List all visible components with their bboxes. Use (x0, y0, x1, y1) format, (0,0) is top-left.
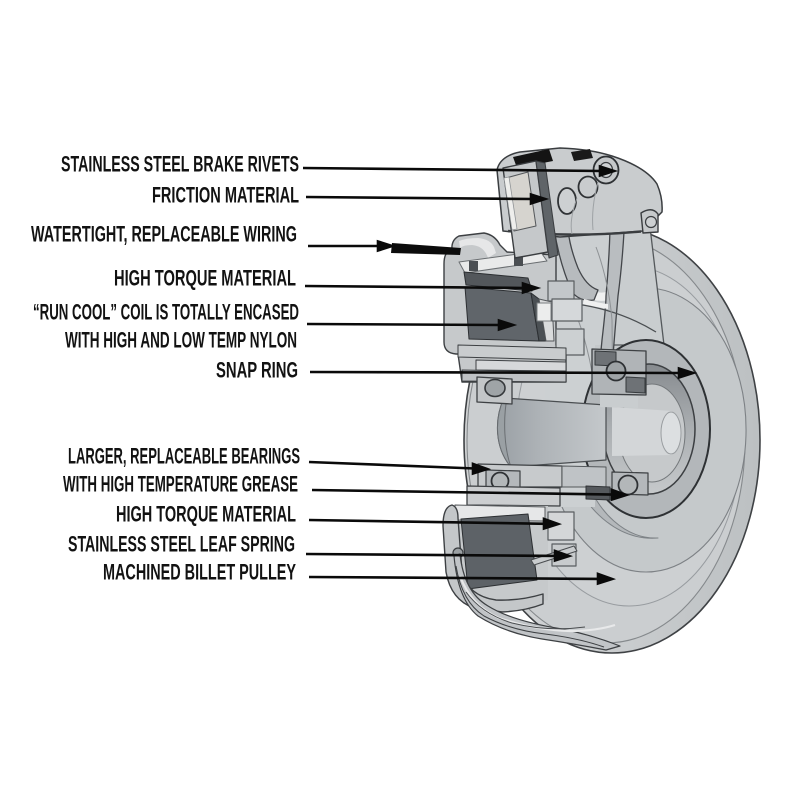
svg-text:WATERTIGHT, REPLACEABLE WIRING: WATERTIGHT, REPLACEABLE WIRING (31, 222, 297, 247)
svg-text:STAINLESS STEEL BRAKE RIVETS: STAINLESS STEEL BRAKE RIVETS (61, 152, 299, 177)
svg-text:MACHINED BILLET PULLEY: MACHINED BILLET PULLEY (103, 560, 296, 585)
svg-text:HIGH TORQUE MATERIAL: HIGH TORQUE MATERIAL (114, 266, 296, 291)
svg-text:HIGH TORQUE MATERIAL: HIGH TORQUE MATERIAL (116, 502, 296, 527)
svg-text:FRICTION MATERIAL: FRICTION MATERIAL (152, 183, 299, 208)
svg-text:SNAP RING: SNAP RING (216, 358, 298, 383)
svg-text:LARGER, REPLACEABLE BEARINGS: LARGER, REPLACEABLE BEARINGS (68, 444, 300, 469)
svg-text:WITH HIGH TEMPERATURE GREASE: WITH HIGH TEMPERATURE GREASE (63, 472, 298, 497)
svg-text:WITH HIGH AND LOW TEMP NYLON: WITH HIGH AND LOW TEMP NYLON (65, 328, 297, 353)
svg-text:STAINLESS STEEL LEAF SPRING: STAINLESS STEEL LEAF SPRING (68, 532, 295, 557)
svg-text:“RUN COOL” COIL IS TOTALLY ENC: “RUN COOL” COIL IS TOTALLY ENCASED (33, 300, 299, 325)
